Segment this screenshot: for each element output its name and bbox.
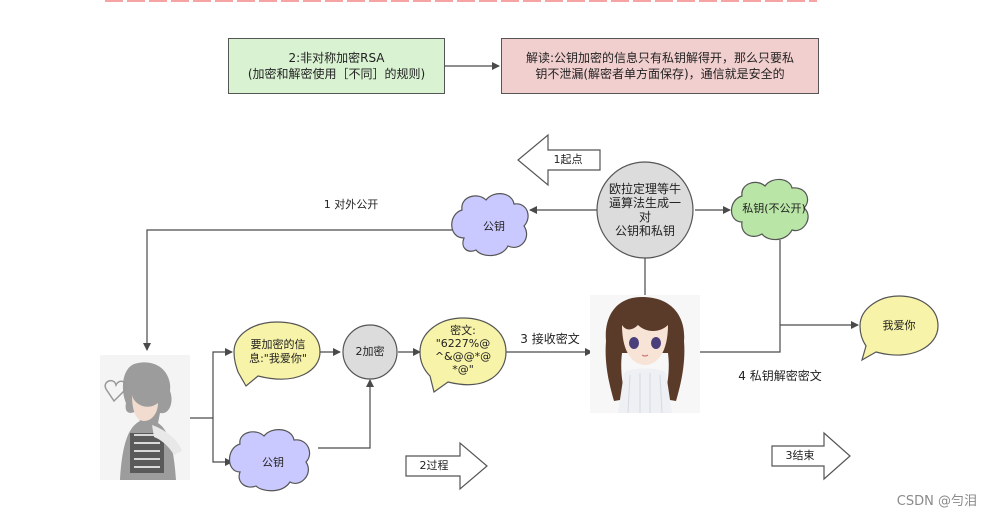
process-label: 2过程 <box>419 459 449 472</box>
step3-receive-label: 3 接收密文 <box>520 332 580 346</box>
euler-circle <box>596 161 694 259</box>
plaintext-line-1: 要加密的信 <box>250 338 306 351</box>
public-key-to-encrypt-arrow <box>318 379 374 449</box>
boy-to-public-key-arrow <box>212 418 233 466</box>
explain-box: 解读:公钥加密的信息只有私钥解得开，那么只要私 钥不泄漏(解密者单方面保存)，通… <box>501 38 819 94</box>
cipher-bubble <box>419 317 507 394</box>
watermark: CSDN @勻泪 <box>896 494 977 509</box>
end-arrow-shape <box>771 431 851 481</box>
encrypt-circle <box>342 324 398 380</box>
plaintext-bubble <box>233 321 321 387</box>
cipher-line-2: "6227%@ <box>435 337 491 350</box>
encrypt-label: 2加密 <box>355 345 385 358</box>
rsa-title: 2:非对称加密RSA <box>288 51 385 65</box>
process-arrow-shape <box>405 441 488 491</box>
boy-to-plaintext-arrow <box>212 348 233 418</box>
rsa-subtitle: (加密和解密使用［不同］的规则) <box>247 67 426 81</box>
public-key-cloud-bottom <box>228 429 311 492</box>
euler-line-3: 对 <box>638 210 651 224</box>
rsa-title-box: 2:非对称加密RSA (加密和解密使用［不同］的规则) <box>228 38 445 94</box>
public-key-cloud-top <box>451 193 529 257</box>
girl-character <box>590 295 700 414</box>
euler-line-4: 公钥和私钥 <box>614 224 675 238</box>
end-label: 3结束 <box>785 449 815 462</box>
euler-line-2: 逼算法生成一 <box>608 196 681 210</box>
step1-public-label: 1 对外公开 <box>323 198 379 211</box>
cipher-line-4: *@" <box>452 363 474 376</box>
boy-character <box>100 355 190 480</box>
public-key-top-label: 公钥 <box>483 220 505 233</box>
girl-to-result-line <box>700 325 781 353</box>
cipher-label: 密文: "6227%@ ^&@@*@ *@" <box>420 324 506 376</box>
private-key-cloud <box>730 178 809 241</box>
result-label: 我爱你 <box>882 319 916 332</box>
euler-line-1: 欧拉定理等牛 <box>608 182 681 196</box>
start-arrow-shape <box>517 133 601 187</box>
result-bubble <box>859 295 939 362</box>
start-label: 1起点 <box>553 153 583 166</box>
euler-text: 欧拉定理等牛 逼算法生成一 对 公钥和私钥 <box>597 182 693 238</box>
private-key-label: 私钥(不公开) <box>742 202 806 215</box>
cropped-top-text-strip <box>105 0 817 2</box>
public-key-bottom-label: 公钥 <box>262 456 284 469</box>
step4-decrypt-label: 4 私钥解密密文 <box>738 369 822 383</box>
public-key-to-boy-line <box>143 229 460 351</box>
explain-line-1: 解读:公钥加密的信息只有私钥解得开，那么只要私 <box>525 51 795 65</box>
plaintext-label: 要加密的信 息:"我爱你" <box>236 338 320 366</box>
cipher-line-3: ^&@@*@ <box>434 350 492 363</box>
plaintext-line-2: 息:"我爱你" <box>249 352 307 365</box>
cipher-line-1: 密文: <box>450 324 476 337</box>
explain-line-2: 钥不泄漏(解密者单方面保存)，通信就是安全的 <box>535 67 785 81</box>
